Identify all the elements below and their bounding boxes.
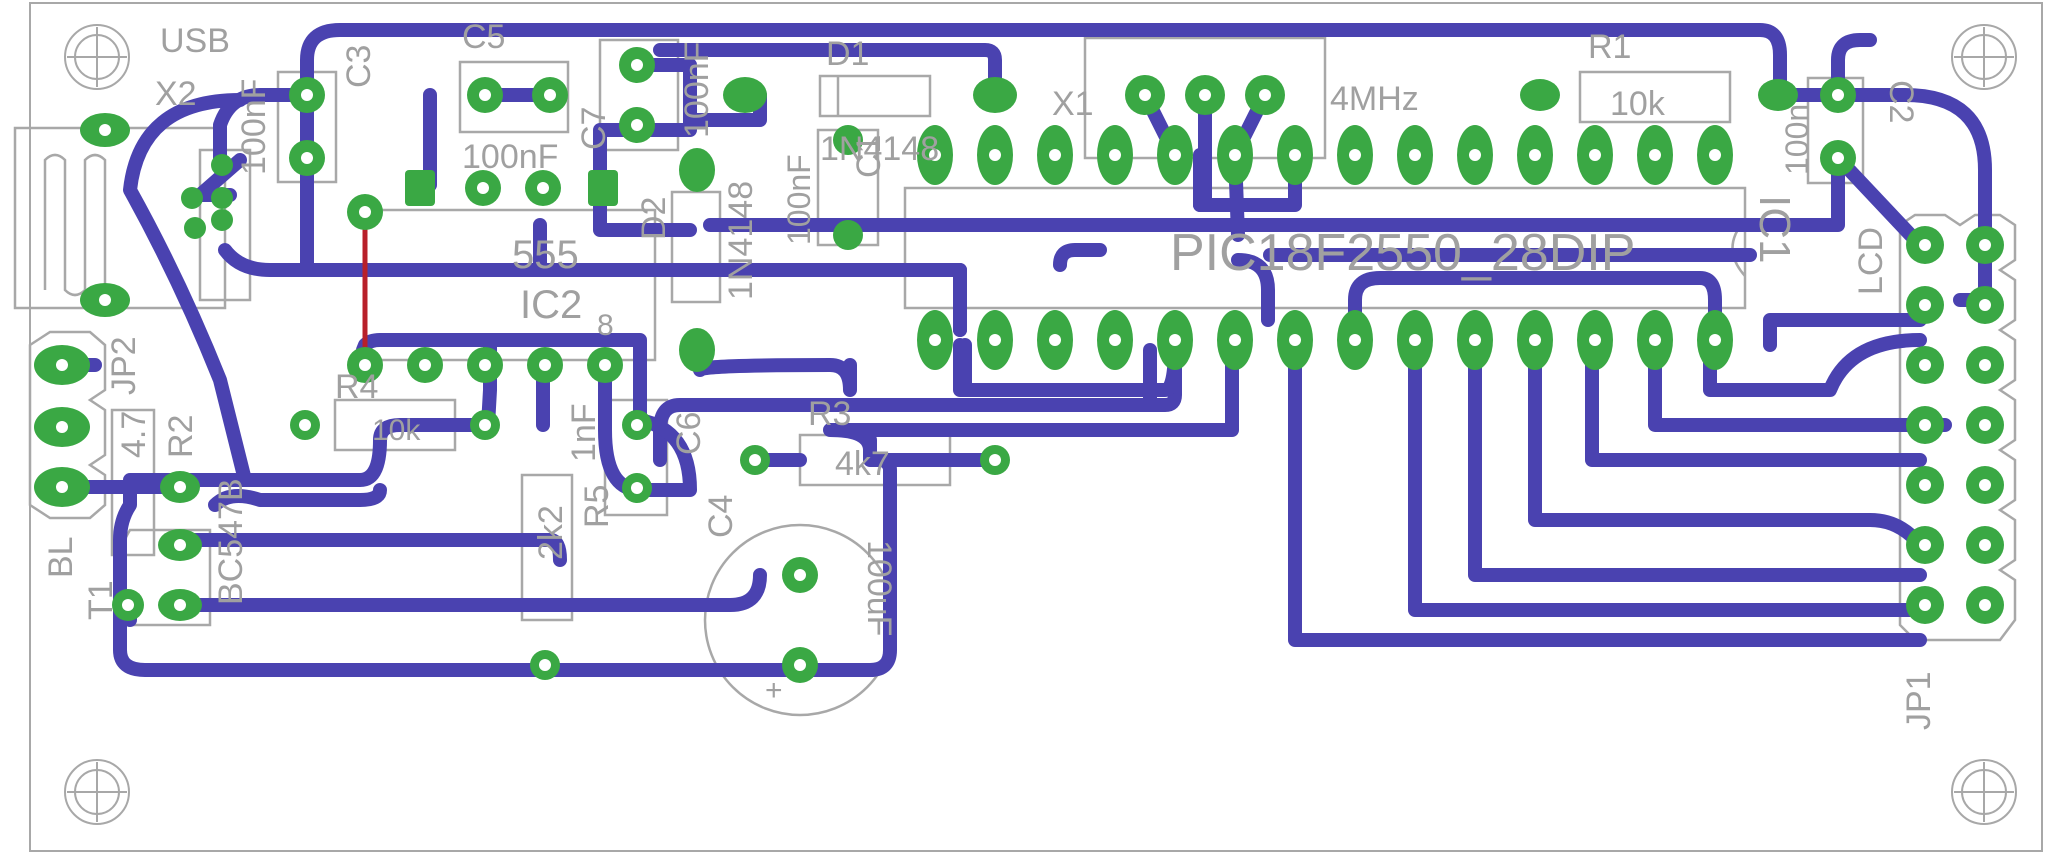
label-ic1: IC1	[1750, 195, 1799, 263]
label-c4-plus: +	[765, 674, 783, 707]
label-c7-value: 100nF	[678, 42, 716, 138]
label-c2-value: 100n	[1779, 104, 1815, 175]
label-c4-value: 100uF	[860, 540, 898, 636]
label-ic2-value: 555	[512, 233, 579, 277]
label-r2: R2	[162, 415, 200, 458]
pads-layer	[34, 47, 2004, 683]
label-r4-value: 10k	[372, 414, 421, 447]
label-c2: C2	[1882, 80, 1920, 123]
label-ic2-pin: 8	[597, 309, 614, 342]
label-r5: R5	[578, 485, 616, 528]
label-x1: X1	[1052, 85, 1094, 123]
label-d1: D1	[826, 35, 869, 73]
label-bl: BL	[42, 536, 80, 578]
label-r3: R3	[808, 395, 851, 433]
label-r2-value: 4.7	[115, 411, 153, 458]
bottom-traces	[53, 23, 1992, 677]
label-d2-value: 1N4148	[722, 181, 760, 300]
drill-holes	[56, 59, 1991, 671]
label-x2: X2	[155, 75, 197, 113]
label-r4: R4	[335, 368, 378, 406]
label-d2: D2	[635, 197, 673, 240]
label-r5-value: 2k2	[532, 505, 570, 560]
label-t1-value: BC547B	[212, 478, 250, 605]
label-c5-value: 100nF	[462, 138, 558, 176]
mounting-hole-top-right	[1951, 24, 2017, 90]
silkscreen-text: USB X2 C5 C3 100nF 100nF C7 100nF D1 1N4…	[42, 18, 1938, 730]
label-c1: C1	[850, 135, 888, 178]
label-usb: USB	[160, 22, 230, 60]
label-r3-value: 4k7	[835, 445, 890, 483]
label-c4: C4	[702, 495, 740, 538]
label-c7: C7	[575, 107, 613, 150]
mounting-hole-bottom-right	[1951, 759, 2017, 825]
label-lcd: LCD	[1852, 227, 1890, 295]
label-d1-value: 1N4148	[820, 130, 939, 168]
mounting-hole-top-left	[64, 24, 130, 90]
label-x1-value: 4MHz	[1330, 80, 1419, 118]
label-c5: C5	[462, 18, 505, 56]
label-r1: R1	[1588, 28, 1631, 66]
label-jp2: JP2	[105, 336, 143, 395]
label-t1: T1	[82, 580, 120, 620]
label-r1-value: 10k	[1610, 85, 1666, 123]
label-c3-value: 100nF	[235, 79, 273, 175]
label-c6-value: 1nF	[565, 403, 603, 462]
label-c3: C3	[340, 45, 378, 88]
label-jp1: JP1	[1900, 671, 1938, 730]
label-c6: C6	[670, 412, 708, 455]
label-c1-value: 100nF	[781, 154, 817, 245]
label-ic2: IC2	[520, 283, 582, 327]
label-ic1-value: PIC18F2550_28DIP	[1170, 224, 1635, 282]
mounting-hole-bottom-left	[64, 759, 130, 825]
